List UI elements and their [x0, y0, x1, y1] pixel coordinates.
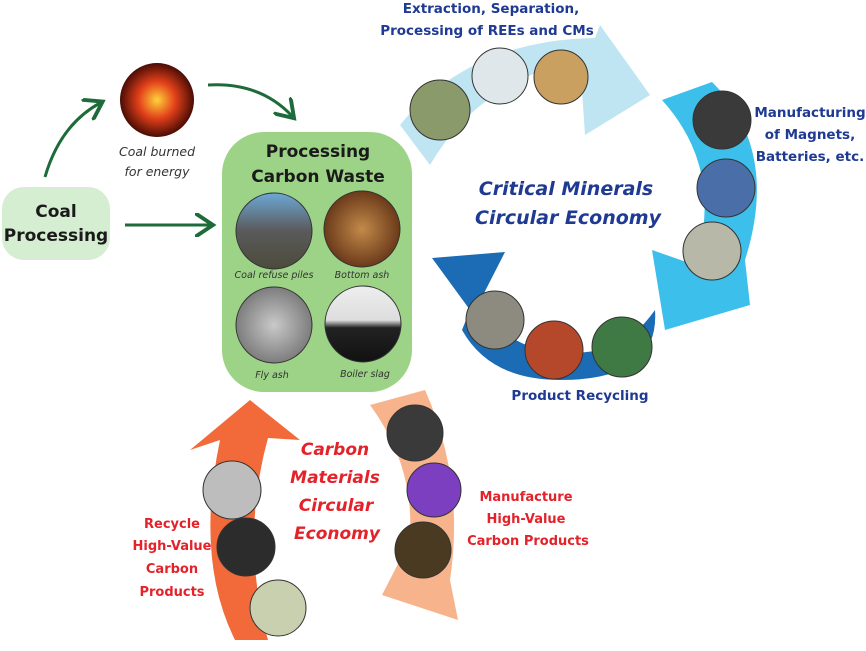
- extraction-photo-1: [409, 79, 471, 141]
- carbon-materials-title-2: Materials: [290, 468, 380, 488]
- carbon-materials-title-4: Economy: [294, 524, 381, 544]
- carbon-waste-title-1: Processing: [266, 142, 370, 162]
- coal-refuse-piles-label: Coal refuse piles: [235, 270, 314, 281]
- arrow-burned-to-waste: [207, 83, 292, 116]
- bottom-ash-label: Bottom ash: [335, 270, 390, 281]
- boiler-slag-photo: [324, 285, 402, 363]
- recycle-photo-1: [202, 460, 262, 520]
- carbon-materials-title-3: Circular: [299, 496, 375, 516]
- carbon-materials-title-1: Carbon: [301, 440, 369, 460]
- carbon-product-photo-1: [386, 404, 444, 462]
- recycle-photo-2: [216, 517, 276, 577]
- cylinder-magnets-photo: [682, 221, 742, 281]
- coal-processing-label-2: Processing: [4, 226, 108, 246]
- fly-ash-photo: [235, 286, 313, 364]
- recycle-label-1: Recycle: [144, 517, 200, 532]
- recycling-photo-2: [524, 320, 584, 380]
- recycle-label-4: Products: [139, 585, 204, 600]
- recycle-label-2: High-Value: [133, 539, 212, 554]
- manufacturing-label-2: of Magnets,: [765, 127, 855, 143]
- manufacture-label-3: Carbon Products: [467, 534, 589, 549]
- manufacture-label-2: High-Value: [487, 512, 566, 527]
- recycle-label-3: Carbon: [146, 562, 198, 577]
- recycling-photo-3: [591, 316, 653, 378]
- arrow-coal-to-burned: [43, 103, 100, 178]
- coal-processing-box: [2, 187, 110, 260]
- recycling-photo-1: [465, 290, 525, 350]
- extraction-label-2: Processing of REEs and CMs: [380, 23, 594, 39]
- carbon-product-photo-3: [394, 521, 452, 579]
- extraction-photo-2: [471, 47, 529, 105]
- carbon-product-photo-2: [406, 462, 462, 518]
- critical-minerals-title-2: Circular Economy: [475, 207, 663, 229]
- critical-minerals-title-1: Critical Minerals: [479, 178, 653, 200]
- coal-processing-label-1: Coal: [35, 202, 76, 222]
- battery-car-photo: [696, 158, 756, 218]
- boiler-slag-label: Boiler slag: [340, 369, 390, 380]
- fly-ash-label: Fly ash: [255, 370, 289, 381]
- extraction-photo-3: [533, 49, 589, 105]
- extraction-arrow: [400, 25, 650, 165]
- coal-burned-label-2: for energy: [125, 164, 191, 179]
- coal-burned-label-1: Coal burned: [119, 144, 195, 159]
- product-recycling-label: Product Recycling: [511, 388, 648, 404]
- manufacturing-label-1: Manufacturing: [754, 105, 865, 121]
- extraction-label-1: Extraction, Separation,: [403, 1, 579, 17]
- magnet-photo: [692, 90, 752, 150]
- coal-refuse-piles-photo: [235, 192, 313, 270]
- bottom-ash-photo: [323, 190, 401, 268]
- coal-burned-photo: [120, 63, 194, 137]
- carbon-waste-title-2: Carbon Waste: [251, 167, 385, 187]
- manufacturing-label-3: Batteries, etc.: [756, 149, 865, 165]
- manufacture-label-1: Manufacture: [479, 490, 572, 505]
- recycle-photo-3: [249, 579, 307, 637]
